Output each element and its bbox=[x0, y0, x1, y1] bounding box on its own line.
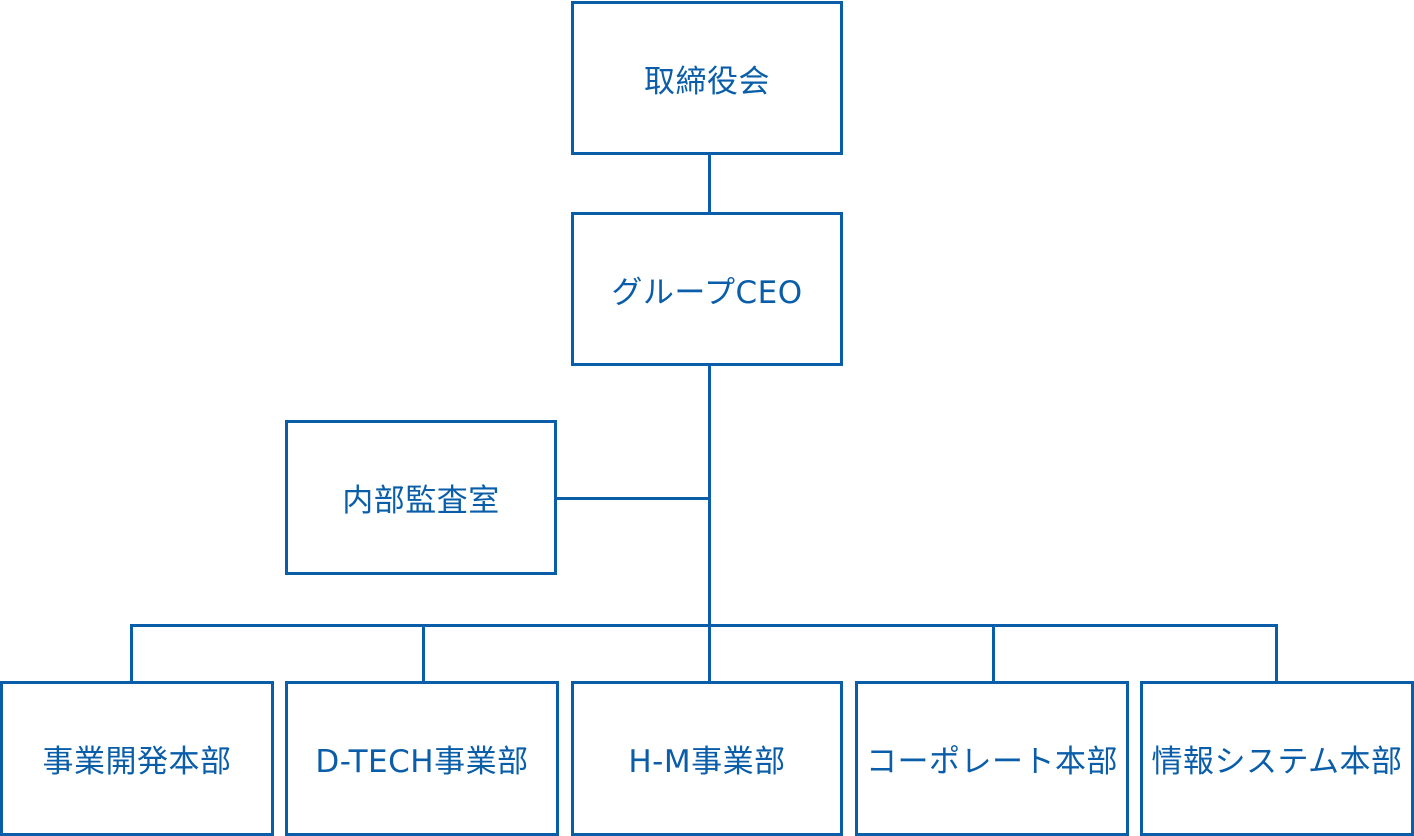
connector-board-ceo bbox=[708, 154, 711, 214]
connector-division-2 bbox=[422, 624, 425, 682]
connector-horizontal-bus bbox=[130, 624, 1278, 627]
node-division-corporate: コーポレート本部 bbox=[855, 681, 1129, 836]
connector-division-1 bbox=[130, 624, 133, 682]
node-board-label: 取締役会 bbox=[644, 63, 770, 100]
node-internal-audit: 内部監査室 bbox=[285, 420, 557, 575]
connector-ceo-trunk bbox=[708, 365, 711, 627]
division-label: D-TECH事業部 bbox=[315, 744, 529, 780]
division-label: 情報システム本部 bbox=[1151, 744, 1403, 780]
connector-division-4 bbox=[992, 624, 995, 682]
node-division-information-systems: 情報システム本部 bbox=[1140, 681, 1414, 836]
node-internal-audit-label: 内部監査室 bbox=[342, 483, 500, 519]
node-board: 取締役会 bbox=[571, 1, 843, 155]
node-division-d-tech: D-TECH事業部 bbox=[285, 681, 559, 836]
node-division-business-development: 事業開発本部 bbox=[0, 681, 274, 836]
division-label: 事業開発本部 bbox=[42, 744, 232, 780]
division-label: コーポレート本部 bbox=[866, 744, 1118, 780]
connector-audit bbox=[556, 497, 710, 500]
node-group-ceo: グループCEO bbox=[571, 212, 843, 366]
connector-division-3 bbox=[708, 624, 711, 682]
node-division-h-m: H-M事業部 bbox=[571, 681, 843, 836]
connector-division-5 bbox=[1275, 624, 1278, 682]
division-label: H-M事業部 bbox=[628, 744, 786, 780]
node-group-ceo-label: グループCEO bbox=[611, 274, 803, 311]
